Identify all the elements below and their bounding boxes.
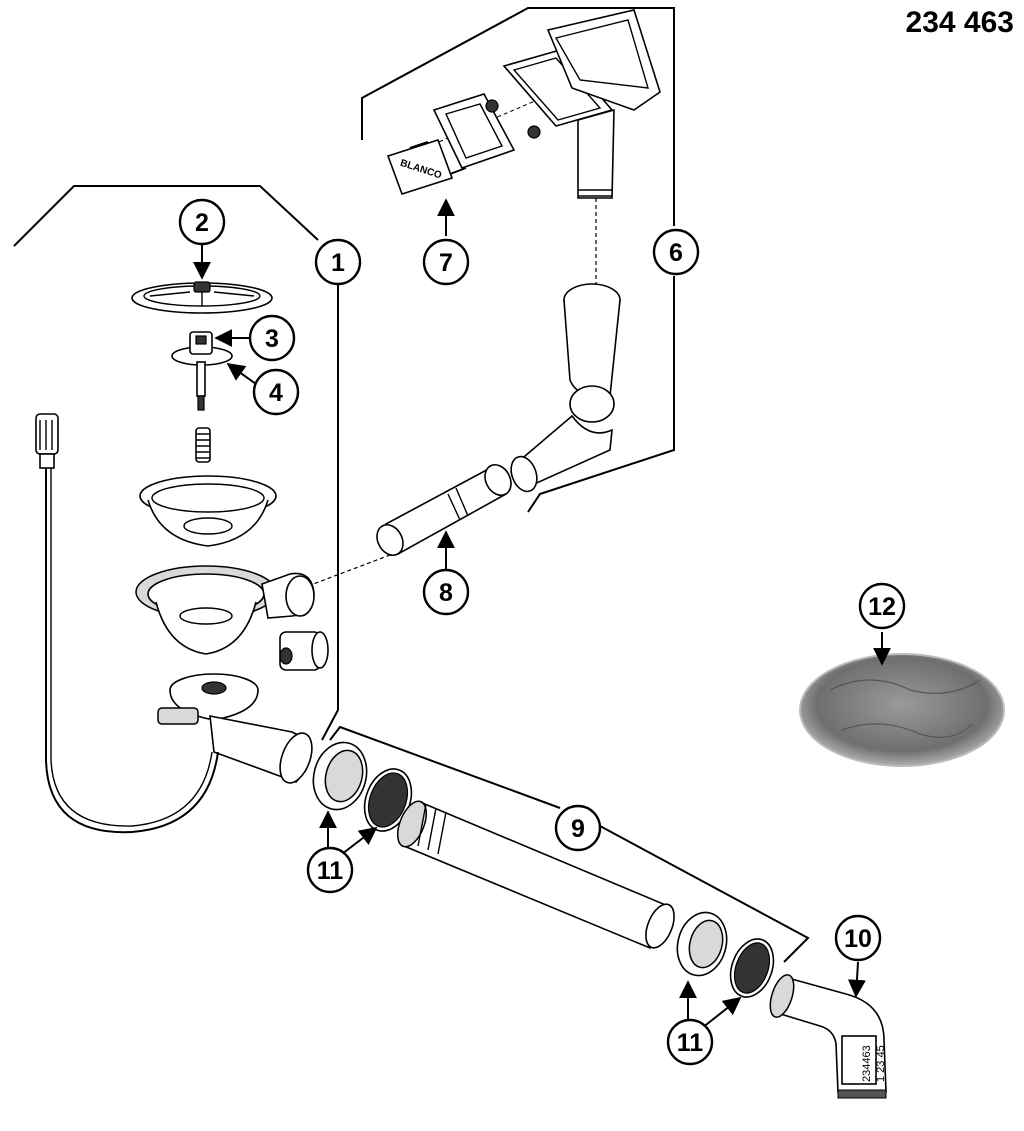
overflow-housing <box>502 9 661 199</box>
group-bracket-6 <box>361 7 675 513</box>
callout-7: 7 <box>422 238 470 286</box>
callout-label: 10 <box>844 925 872 953</box>
seal-lower <box>729 938 775 998</box>
callout-label: 7 <box>439 249 453 277</box>
group-bracket-1 <box>13 185 339 741</box>
callout-circle <box>666 1018 714 1066</box>
callout-label: 3 <box>265 325 279 353</box>
callout-circle <box>834 914 882 962</box>
callout-circle <box>858 582 906 630</box>
nut-upper <box>312 741 368 811</box>
callout-3: 3 <box>248 314 296 362</box>
overflow-pipe <box>510 283 621 493</box>
callout-label: 11 <box>317 857 344 885</box>
waste-body <box>135 565 315 655</box>
callout-arrows <box>193 198 891 1029</box>
elbow-outlet <box>769 974 887 1099</box>
nut-lower <box>676 911 728 977</box>
callout-1: 1 <box>314 238 362 286</box>
callout-12: 12 <box>858 582 906 630</box>
callout-label: 4 <box>269 379 283 407</box>
callout-circle <box>178 198 226 246</box>
callout-label: 8 <box>439 579 453 607</box>
callout-circle <box>306 846 354 894</box>
callout-circle <box>252 368 300 416</box>
overflow-coupling <box>279 631 329 671</box>
callout-label: 9 <box>571 815 585 843</box>
drain-pipe <box>396 800 675 950</box>
callout-circle <box>248 314 296 362</box>
label-plate-line1: 234463 <box>861 1045 873 1082</box>
callout-label: 1 <box>331 249 345 277</box>
seal-upper <box>363 768 413 832</box>
callout-circle <box>422 568 470 616</box>
callout-10: 10 <box>834 914 882 962</box>
strainer-basket <box>139 475 277 547</box>
callout-8: 8 <box>422 568 470 616</box>
plunger-knob <box>171 331 233 411</box>
spring <box>195 427 211 463</box>
part-number: 234 463 <box>905 6 1014 39</box>
sealing-putty <box>799 653 1005 767</box>
assembly-line-tube <box>307 551 399 587</box>
strainer-lid <box>131 281 273 314</box>
callout-9: 9 <box>554 804 602 852</box>
callout-circle <box>422 238 470 286</box>
callout-label: 2 <box>195 209 209 237</box>
valve-outlet <box>157 673 313 784</box>
callout-2: 2 <box>178 198 226 246</box>
callout-label: 6 <box>669 239 683 267</box>
callout-6: 6 <box>652 228 700 276</box>
callout-11a: 11 <box>306 846 354 894</box>
label-plate-line2: 1 23 45 <box>875 1045 887 1082</box>
callout-label: 12 <box>868 593 896 621</box>
connecting-tube <box>376 463 512 557</box>
bowden-cable <box>35 413 219 834</box>
callout-label: 11 <box>677 1029 704 1057</box>
group-bracket-9 <box>329 725 810 963</box>
label-plate: 234463 1 23 45 <box>861 1045 887 1082</box>
callout-circle <box>652 228 700 276</box>
callout-11b: 11 <box>666 1018 714 1066</box>
cover-plate: BLANCO <box>386 93 541 195</box>
callout-circle <box>554 804 602 852</box>
callout-circle <box>314 238 362 286</box>
callout-4: 4 <box>252 368 300 416</box>
